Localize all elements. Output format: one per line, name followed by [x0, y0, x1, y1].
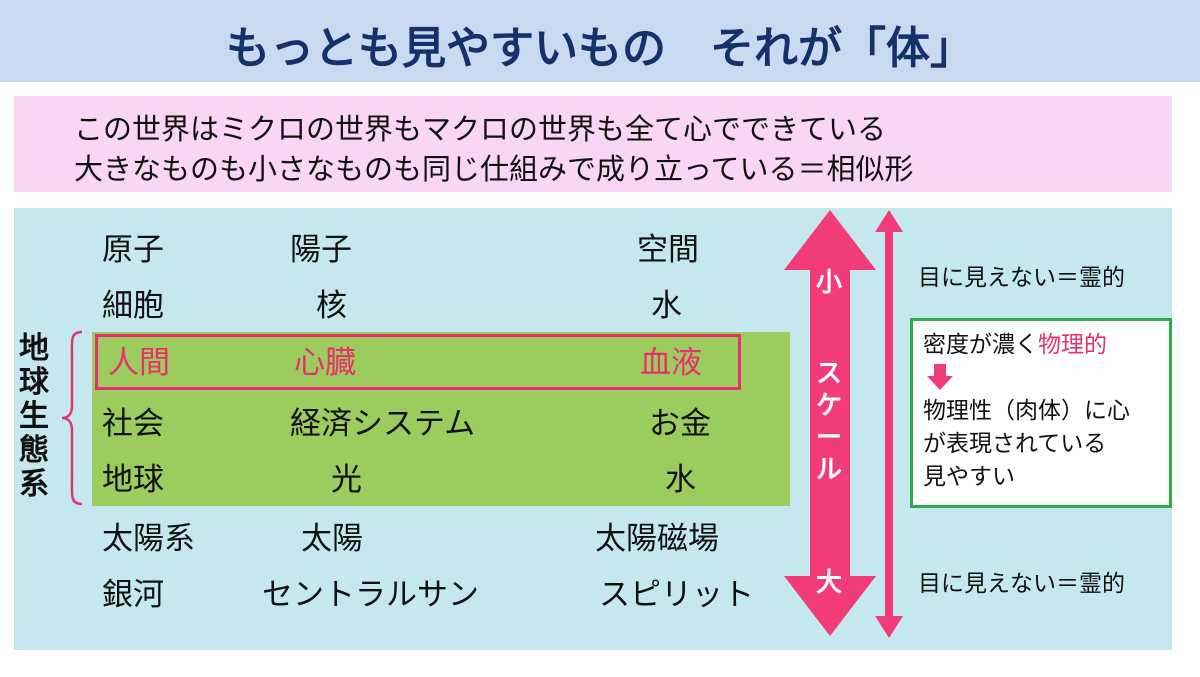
density-highlight: 物理的	[1038, 332, 1107, 358]
density-prefix: 密度が濃く	[923, 332, 1038, 358]
human-row-highlight	[95, 334, 741, 390]
ecosystem-band	[92, 332, 790, 506]
title-bar: もっとも見やすいもの それが「体」	[0, 0, 1200, 82]
row-solar-c2: 太陽	[301, 521, 363, 557]
density-line-1: 密度が濃く物理的	[923, 329, 1159, 362]
row-society-c3: お金	[649, 406, 711, 442]
down-arrow-icon	[927, 364, 953, 390]
ecosystem-label-char: 系	[19, 467, 49, 502]
row-earth-c1: 地球	[102, 462, 164, 498]
intro-line-2: 大きなものも小さなものも同じ仕組みで成り立っている＝相似形	[74, 152, 914, 186]
row-galaxy-c3: スピリット	[599, 577, 754, 613]
density-line-2: 物理性（肉体）に心	[923, 398, 1130, 424]
scale-label-char: ケ	[815, 391, 842, 421]
row-society-c2: 経済システム	[290, 406, 476, 442]
ecosystem-label-char: 態	[19, 433, 49, 468]
density-line-4: 見やすい	[923, 464, 1015, 490]
invisible-spiritual-top: 目に見えない＝霊的	[918, 265, 1125, 291]
row-atom-c3: 空間	[637, 232, 699, 268]
density-line-3: が表現されている	[923, 431, 1107, 457]
row-solar-c3: 太陽磁場	[595, 521, 719, 557]
row-society-c1: 社会	[102, 406, 164, 442]
down-arrow-row	[923, 362, 1159, 395]
row-cell-c1: 細胞	[102, 288, 164, 324]
scale-label-char: ス	[815, 359, 842, 389]
intro-box: この世界はミクロの世界もマクロの世界も全て心でできている 大きなものも小さなもの…	[14, 96, 1172, 192]
row-human-c3: 血液	[640, 345, 702, 381]
row-galaxy-c1: 銀河	[102, 577, 164, 613]
row-human-c2: 心臓	[294, 345, 356, 381]
page-title: もっとも見やすいもの それが「体」	[226, 23, 974, 74]
scale-large-label: 大	[815, 568, 842, 598]
ecosystem-label-char: 球	[19, 365, 49, 400]
scale-label: ス ケ ー ル	[809, 358, 849, 486]
row-galaxy-c2: セントラルサン	[262, 577, 479, 613]
row-atom-c1: 原子	[102, 232, 164, 268]
row-atom-c2: 陽子	[290, 232, 352, 268]
invisible-spiritual-bottom: 目に見えない＝霊的	[918, 571, 1125, 597]
intro-line-1: この世界はミクロの世界もマクロの世界も全て心でできている	[74, 112, 887, 146]
scale-label-char: ル	[815, 455, 842, 485]
scale-label-char: ー	[815, 423, 842, 453]
thin-double-arrow-icon	[875, 210, 903, 638]
row-cell-c3: 水	[651, 288, 682, 324]
scale-double-arrow-icon	[784, 210, 876, 636]
ecosystem-label-char: 地	[19, 331, 49, 366]
scale-small-label: 小	[815, 268, 842, 298]
row-solar-c1: 太陽系	[102, 521, 195, 557]
ecosystem-label-char: 生	[19, 399, 49, 434]
row-earth-c3: 水	[665, 462, 696, 498]
row-human-c1: 人間	[108, 345, 170, 381]
curly-brace-icon	[61, 330, 83, 506]
ecosystem-label: 地 球 生 態 系	[16, 332, 52, 502]
row-earth-c2: 光	[331, 462, 362, 498]
density-box: 密度が濃く物理的 物理性（肉体）に心 が表現されている 見やすい	[910, 318, 1172, 508]
row-cell-c2: 核	[316, 288, 347, 324]
